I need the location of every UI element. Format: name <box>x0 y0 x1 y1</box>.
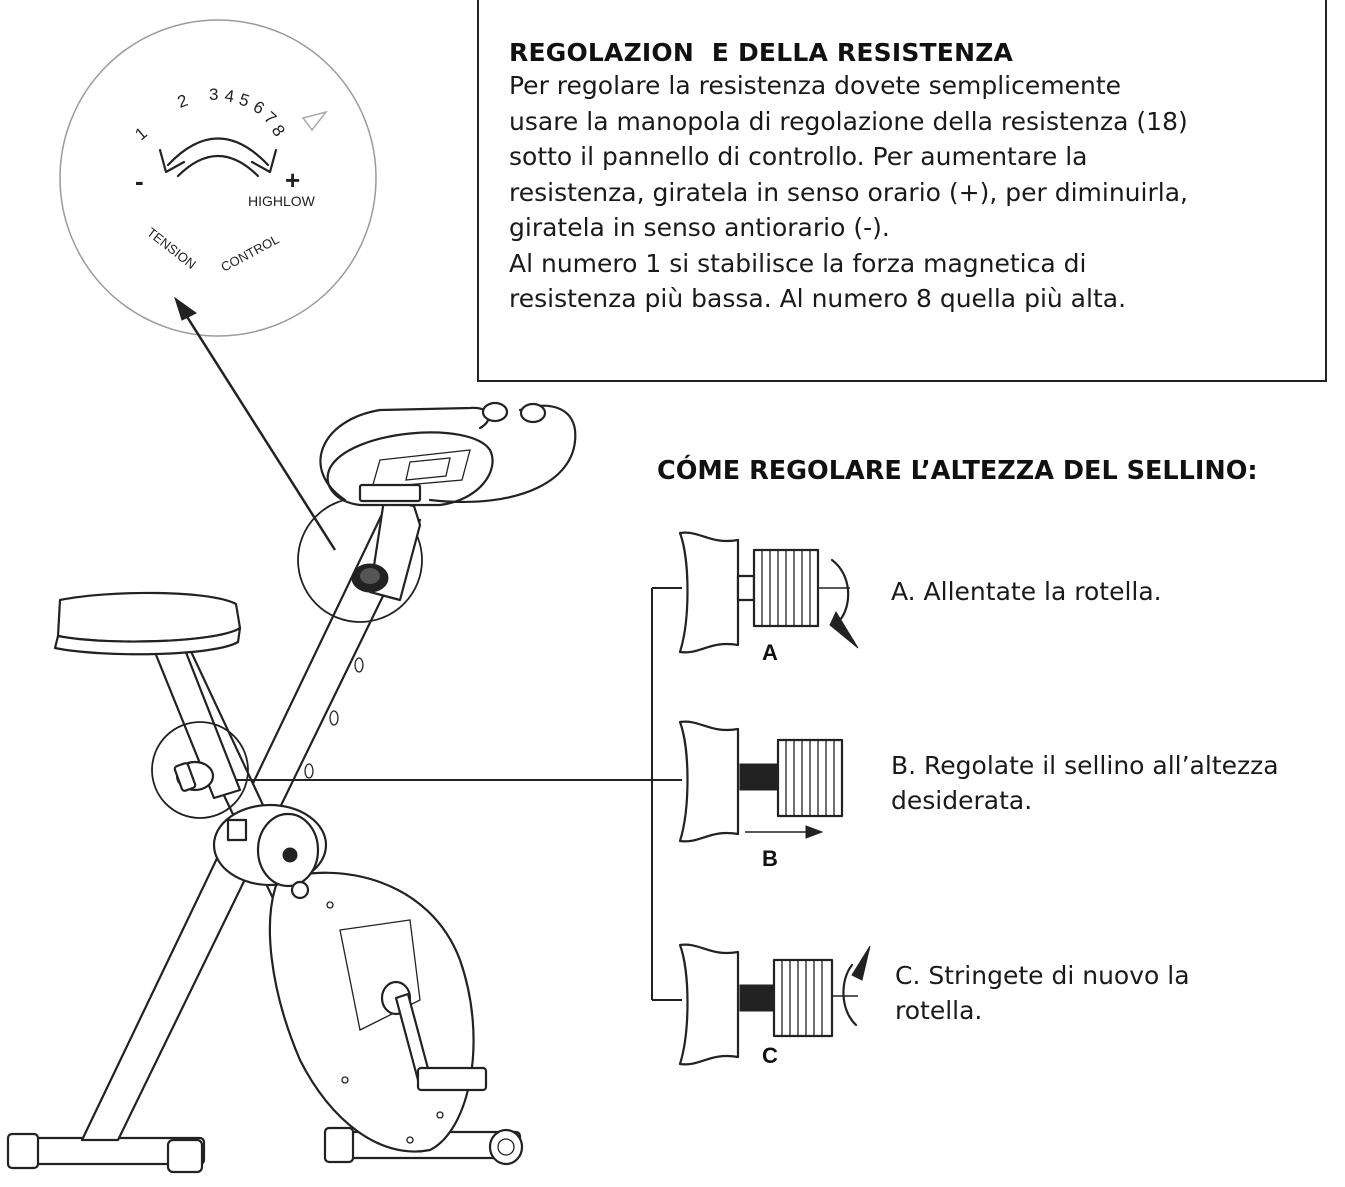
resistance-line: Al numero 1 si stabilisce la forza magne… <box>509 248 1087 278</box>
step-line: C. Stringete di nuovo la <box>895 961 1190 990</box>
dial-plus: + <box>285 165 300 195</box>
step-connector <box>236 587 682 1001</box>
step-line: A. Allentate la rotella. <box>891 577 1162 606</box>
resistance-line: Per regolare la resistenza dovete sempli… <box>509 71 1121 100</box>
pointer-arrow <box>174 296 337 551</box>
tension-dial-detail: 1 2 3 4 5 6 7 8 - + HIGHLOW TENSION CONT… <box>59 19 377 337</box>
step-c-text: C. Stringete di nuovo la rotella. <box>895 958 1190 1028</box>
step-b-text: B. Regolate il sellino all’altezza desid… <box>891 748 1279 818</box>
resistance-line: usare la manopola di regolazione della r… <box>509 106 1188 136</box>
step-a-text: A. Allentate la rotella. <box>891 574 1162 609</box>
dial-number: 3 <box>209 85 218 104</box>
step-line: B. Regolate il sellino all’altezza <box>891 751 1279 780</box>
seat-height-title: CÓME REGOLARE L’ALTEZZA DEL SELLINO: <box>657 456 1258 486</box>
dial-high-low: HIGHLOW <box>248 193 316 209</box>
step-c-letter: C <box>762 1043 778 1068</box>
resistance-line: resistenza più bassa. Al numero 8 quella… <box>509 284 1127 313</box>
dial-minus: - <box>135 166 144 196</box>
step-b-letter: B <box>762 846 778 871</box>
resistance-info-box: REGOLAZION E DELLA RESISTENZA Per regola… <box>477 0 1327 382</box>
resistance-line: resistenza, giratela in senso orario (+)… <box>509 177 1188 207</box>
bike-frame <box>6 401 577 1174</box>
resistance-line: giratela in senso antiorario (-). <box>509 213 890 242</box>
step-line: rotella. <box>895 996 983 1025</box>
resistance-line: sotto il pannello di controllo. Per aume… <box>509 142 1088 171</box>
knob-step-a <box>678 531 859 654</box>
knob-step-c <box>678 943 871 1066</box>
resistance-body: Per regolare la resistenza dovete sempli… <box>509 68 1309 317</box>
step-a-letter: A <box>762 640 778 665</box>
dial-number: 4 <box>223 86 235 106</box>
step-line: desiderata. <box>891 786 1033 815</box>
resistance-title: REGOLAZION E DELLA RESISTENZA <box>509 38 1014 67</box>
knob-step-b <box>678 720 844 843</box>
